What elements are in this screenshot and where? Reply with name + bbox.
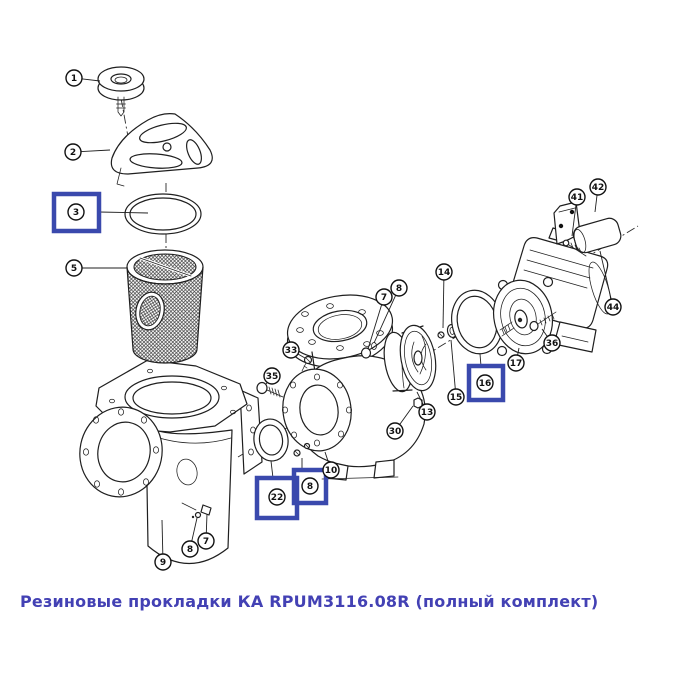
callout-part-36: 36 — [541, 328, 561, 352]
callout-part-7: 7 — [367, 288, 393, 350]
callout-part-30: 30 — [386, 405, 414, 440]
callout-part-22: 22 — [254, 460, 300, 521]
callout-part-10: 10 — [322, 451, 340, 479]
bracket-hole — [558, 223, 564, 229]
svg-text:22: 22 — [271, 493, 284, 503]
callout-part-5: 5 — [65, 259, 127, 277]
svg-text:17: 17 — [510, 359, 523, 369]
motor-part — [493, 227, 612, 357]
svg-text:9: 9 — [160, 558, 166, 568]
svg-text:7: 7 — [203, 537, 209, 547]
callout-part-15: 15 — [447, 339, 465, 406]
callout-part-13: 13 — [416, 391, 436, 421]
seal-plate-ear — [542, 276, 554, 288]
suction-flange — [79, 406, 163, 498]
highlight-box-part-8 — [291, 467, 329, 506]
callout-part-42: 42 — [589, 178, 607, 213]
bracket-hole — [569, 209, 575, 215]
capacitor-assembly — [553, 201, 622, 257]
highlight-box-part-22 — [254, 475, 300, 521]
svg-text:10: 10 — [325, 466, 338, 476]
svg-text:8: 8 — [307, 482, 313, 492]
callout-part-3: 3 — [51, 191, 149, 234]
volute-flange-holes — [282, 373, 352, 447]
cover-screw — [301, 355, 313, 372]
svg-text:8: 8 — [396, 284, 402, 294]
flange-bolt — [256, 381, 284, 398]
housing-rear-flange — [239, 389, 263, 475]
svg-text:30: 30 — [389, 427, 402, 437]
motor-bolt — [529, 311, 557, 332]
svg-text:14: 14 — [438, 268, 451, 278]
small-screws — [293, 442, 311, 457]
callout-part-8: 8 — [373, 279, 408, 344]
callout-part-44: 44 — [599, 250, 622, 316]
strainer-basket-part — [126, 249, 204, 364]
svg-text:5: 5 — [71, 264, 77, 274]
svg-text:3: 3 — [73, 208, 79, 218]
bracket-screw — [562, 239, 587, 257]
callout-part-35: 35 — [263, 367, 281, 385]
callout-part-16: 16 — [466, 353, 506, 403]
callout-part-8: 8 — [181, 517, 199, 558]
callout-part-17: 17 — [507, 347, 525, 372]
seal-plate — [493, 279, 553, 355]
motor-shaft — [499, 321, 515, 337]
svg-text:8: 8 — [187, 545, 193, 555]
drain-plug — [181, 502, 212, 519]
callout-part-1: 1 — [65, 69, 101, 87]
svg-text:1: 1 — [71, 74, 77, 84]
pump-housing-part — [79, 359, 248, 565]
lid-cover-part — [110, 113, 213, 187]
svg-text:36: 36 — [546, 339, 559, 349]
svg-text:41: 41 — [571, 193, 584, 203]
callout-part-33: 33 — [282, 341, 306, 359]
callout-part-7: 7 — [197, 513, 215, 550]
highlight-box-part-16 — [466, 363, 506, 403]
highlight-box-part-3 — [51, 191, 102, 234]
svg-text:7: 7 — [381, 293, 387, 303]
callout-part-8: 8 — [291, 458, 329, 506]
housing-gasket-part — [253, 418, 289, 462]
svg-text:33: 33 — [285, 346, 298, 356]
vent-plug — [360, 342, 377, 359]
svg-text:44: 44 — [607, 303, 620, 313]
svg-text:15: 15 — [450, 393, 463, 403]
svg-text:13: 13 — [421, 408, 434, 418]
svg-text:16: 16 — [479, 379, 492, 389]
impeller-part — [383, 324, 437, 393]
svg-text:35: 35 — [266, 372, 279, 382]
lid-oring-part — [124, 193, 202, 235]
impeller-screw — [437, 331, 445, 339]
callout-part-14: 14 — [435, 263, 453, 329]
svg-text:42: 42 — [592, 183, 605, 193]
svg-text:2: 2 — [70, 148, 76, 158]
callout-part-2: 2 — [64, 143, 111, 161]
handle-knob-part — [97, 66, 145, 117]
seal-plate-ear — [496, 345, 508, 357]
caption: Резиновые прокладки КА RPUM3116.08R (пол… — [20, 592, 599, 611]
callout-part-41: 41 — [568, 188, 586, 237]
callout-part-9: 9 — [154, 519, 172, 571]
